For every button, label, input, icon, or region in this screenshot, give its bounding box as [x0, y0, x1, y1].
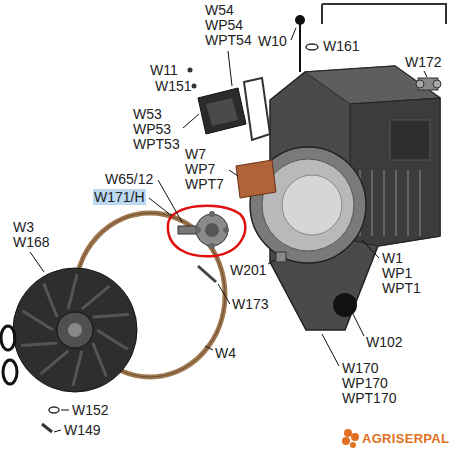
callout-number: WP54 — [205, 17, 243, 33]
callout-number: W152 — [72, 402, 109, 418]
callout-number: WPT170 — [342, 390, 396, 406]
callout-number: W1 — [382, 250, 403, 266]
cover-gasket — [244, 78, 270, 140]
screw — [188, 68, 193, 73]
callout-number: WPT7 — [185, 176, 224, 192]
cover-plate-inner — [206, 98, 238, 126]
callout-number: W11 — [150, 62, 178, 78]
callout-number: W65/12 — [105, 171, 153, 187]
callout-number: W170 — [342, 360, 379, 376]
rotor-shaft — [178, 211, 229, 249]
callout-number: W173 — [232, 296, 269, 312]
cover-fin — [82, 286, 110, 309]
watermark: AGRISERPAL — [362, 431, 449, 447]
callout-number: WPT53 — [133, 136, 180, 152]
cover-fin — [21, 343, 57, 345]
housing-rib — [395, 170, 397, 236]
bolt — [276, 252, 286, 262]
o-ring — [1, 326, 15, 350]
callout-number: W201 — [230, 262, 267, 278]
callout-number: W171/H — [93, 189, 146, 205]
callout-number: WP1 — [382, 265, 412, 281]
watermark-logo — [342, 429, 359, 448]
callout-number: W149 — [64, 422, 101, 438]
washer — [49, 407, 59, 413]
callout-number: W151 — [155, 78, 192, 94]
screw — [42, 424, 52, 432]
callout-number: W10 — [258, 33, 287, 49]
housing-rib — [407, 170, 409, 236]
callout-number: W4 — [215, 345, 236, 361]
washer — [192, 84, 197, 89]
callout-number: W7 — [185, 146, 206, 162]
leader-lines — [30, 28, 427, 432]
callout-number: W172 — [405, 54, 442, 70]
callout-number: WPT1 — [382, 280, 421, 296]
cover-fin — [73, 351, 82, 386]
callout-number: W53 — [133, 106, 162, 122]
callout-number: WP170 — [342, 375, 388, 391]
housing-rib — [371, 170, 373, 236]
valve-part — [416, 78, 441, 90]
cover-fin — [93, 315, 129, 317]
cover-fin — [68, 274, 77, 309]
gasket-frame — [322, 4, 446, 24]
callout-number: WP7 — [185, 161, 215, 177]
bearing-plate — [236, 160, 276, 198]
cover-plate — [198, 88, 246, 134]
cover-fin — [93, 343, 106, 377]
callout-number: WPT54 — [205, 32, 252, 48]
callout-number: W102 — [366, 334, 403, 350]
knob — [295, 15, 305, 25]
housing-rib — [419, 170, 421, 236]
callout-number: W3 — [13, 219, 34, 235]
bolt — [198, 266, 216, 282]
highlight-ring — [168, 206, 245, 257]
pump-housing — [250, 66, 440, 330]
housing-rib — [383, 170, 385, 236]
plug — [333, 293, 357, 317]
knob-stem — [299, 24, 301, 72]
rotor-cover — [13, 268, 137, 392]
callout-number: W54 — [205, 2, 234, 18]
cover-fin — [97, 330, 128, 349]
cover-fin — [44, 284, 57, 318]
callout-number: W161 — [323, 38, 360, 54]
callout-number: WP53 — [133, 121, 171, 137]
cover-fin — [40, 351, 68, 374]
callout-number: W168 — [13, 234, 50, 250]
cover-fin — [22, 311, 53, 330]
o-ring — [3, 360, 17, 384]
seal-ring — [306, 44, 318, 50]
